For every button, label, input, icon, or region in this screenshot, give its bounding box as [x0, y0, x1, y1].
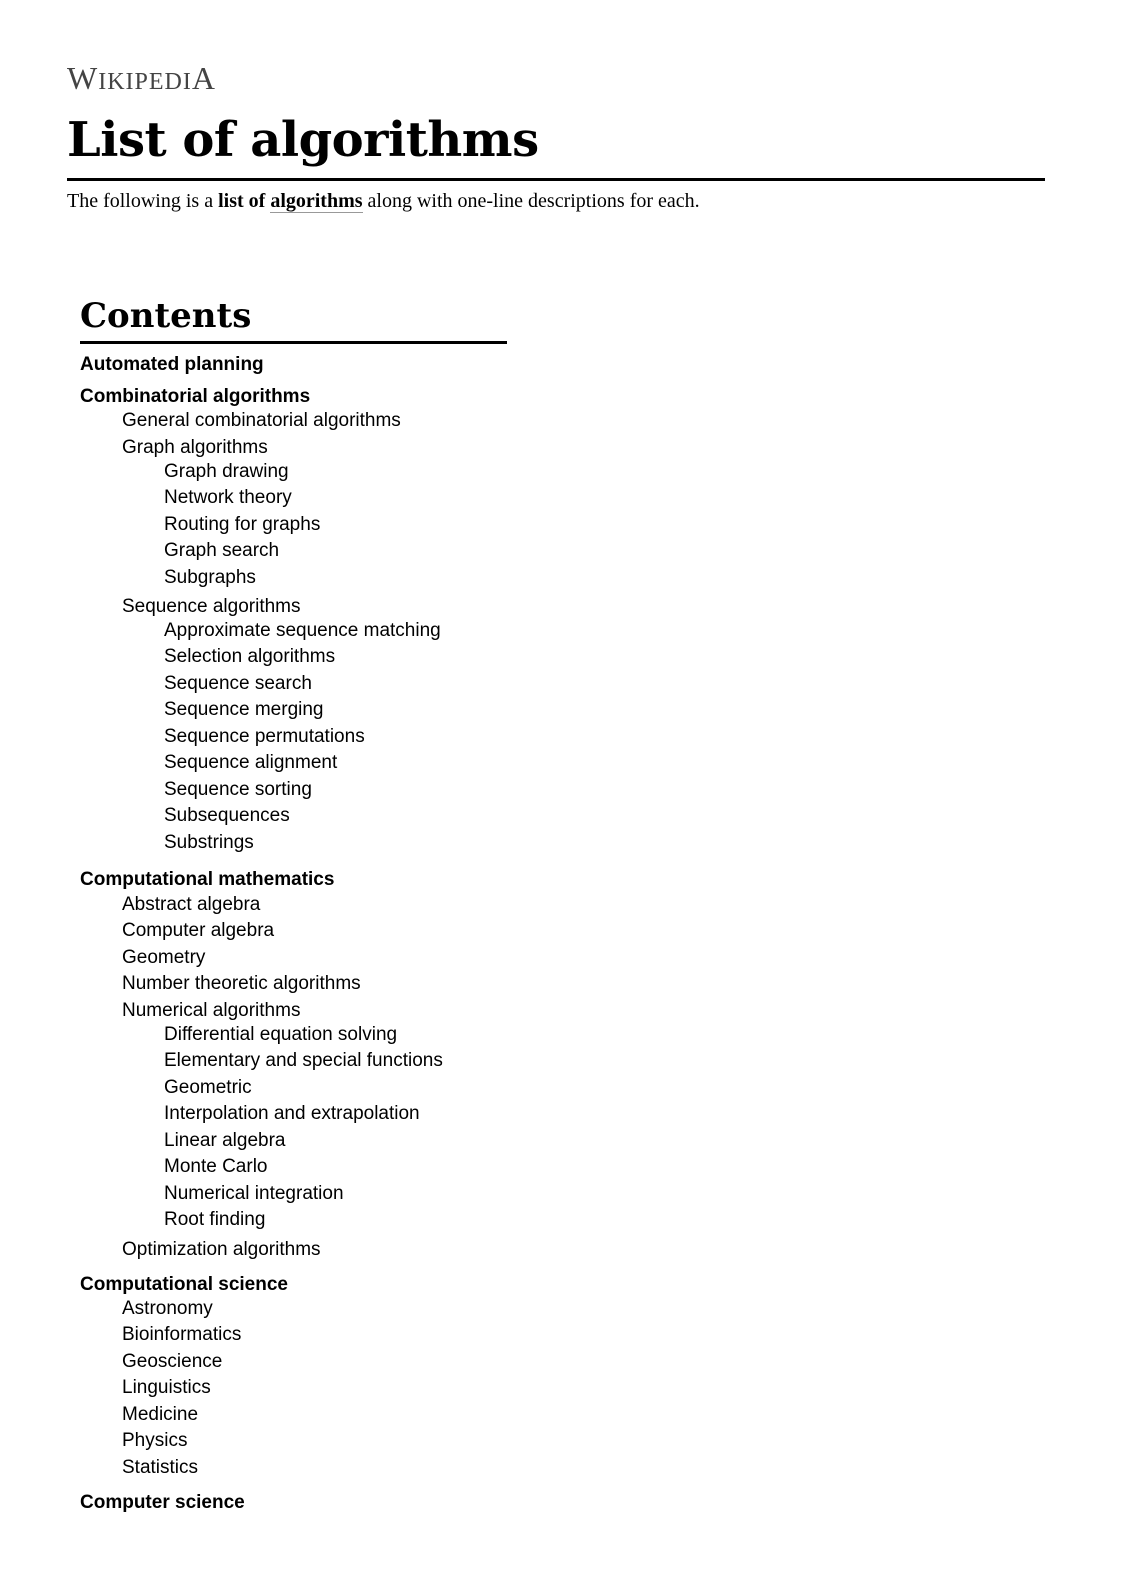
- contents-divider: [80, 341, 507, 344]
- wikipedia-logo[interactable]: WIKIPEDIA: [67, 60, 216, 97]
- toc-item-differential-equation-solving[interactable]: Differential equation solving: [164, 1024, 398, 1045]
- logo-initial: W: [67, 60, 99, 96]
- toc-item-root-finding[interactable]: Root finding: [164, 1209, 266, 1230]
- intro-text-after: along with one-line descriptions for eac…: [362, 190, 700, 212]
- toc-item-physics[interactable]: Physics: [122, 1430, 188, 1451]
- toc-item-sequence-algorithms[interactable]: Sequence algorithms: [122, 596, 301, 617]
- toc-item-network-theory[interactable]: Network theory: [164, 487, 292, 508]
- toc-item-abstract-algebra[interactable]: Abstract algebra: [122, 894, 261, 915]
- toc-item-computational-science[interactable]: Computational science: [80, 1274, 288, 1295]
- toc-item-monte-carlo[interactable]: Monte Carlo: [164, 1156, 268, 1177]
- toc-item-statistics[interactable]: Statistics: [122, 1457, 199, 1478]
- toc-item-computer-algebra[interactable]: Computer algebra: [122, 920, 275, 941]
- toc-item-selection-algorithms[interactable]: Selection algorithms: [164, 646, 336, 667]
- toc-item-astronomy[interactable]: Astronomy: [122, 1298, 213, 1319]
- toc-item-numerical-algorithms[interactable]: Numerical algorithms: [122, 1000, 301, 1021]
- toc-item-computational-mathematics[interactable]: Computational mathematics: [80, 869, 335, 890]
- toc-item-geometric[interactable]: Geometric: [164, 1077, 252, 1098]
- toc-item-number-theoretic-algorithms[interactable]: Number theoretic algorithms: [122, 973, 361, 994]
- toc-item-subsequences[interactable]: Subsequences: [164, 805, 290, 826]
- toc-item-elementary-and-special-functions[interactable]: Elementary and special functions: [164, 1050, 443, 1071]
- toc-item-computer-science[interactable]: Computer science: [80, 1492, 245, 1513]
- toc-item-interpolation-and-extrapolation[interactable]: Interpolation and extrapolation: [164, 1103, 420, 1124]
- toc-item-sequence-permutations[interactable]: Sequence permutations: [164, 726, 365, 747]
- toc-item-graph-drawing[interactable]: Graph drawing: [164, 461, 289, 482]
- toc-item-routing-for-graphs[interactable]: Routing for graphs: [164, 514, 321, 535]
- toc-item-graph-algorithms[interactable]: Graph algorithms: [122, 437, 268, 458]
- logo-middle: IKIPEDI: [98, 69, 192, 95]
- toc-item-geometry[interactable]: Geometry: [122, 947, 206, 968]
- toc-item-sequence-merging[interactable]: Sequence merging: [164, 699, 324, 720]
- page-title: List of algorithms: [67, 112, 539, 168]
- toc-item-linear-algebra[interactable]: Linear algebra: [164, 1130, 286, 1151]
- toc-item-medicine[interactable]: Medicine: [122, 1404, 199, 1425]
- toc-item-approximate-sequence-matching[interactable]: Approximate sequence matching: [164, 620, 441, 641]
- toc-item-geoscience[interactable]: Geoscience: [122, 1351, 223, 1372]
- toc-item-subgraphs[interactable]: Subgraphs: [164, 567, 256, 588]
- logo-final: A: [191, 60, 216, 96]
- title-divider: [67, 178, 1045, 181]
- toc-item-graph-search[interactable]: Graph search: [164, 540, 280, 561]
- toc-item-substrings[interactable]: Substrings: [164, 832, 254, 853]
- toc-item-automated-planning[interactable]: Automated planning: [80, 354, 264, 375]
- toc-item-linguistics[interactable]: Linguistics: [122, 1377, 211, 1398]
- intro-paragraph: The following is a list of algorithms al…: [67, 190, 700, 213]
- algorithms-link[interactable]: algorithms: [270, 190, 363, 213]
- intro-text-before: The following is a: [67, 190, 219, 212]
- toc-item-bioinformatics[interactable]: Bioinformatics: [122, 1324, 242, 1345]
- toc-item-sequence-sorting[interactable]: Sequence sorting: [164, 779, 312, 800]
- toc-item-general-combinatorial-algorithms[interactable]: General combinatorial algorithms: [122, 410, 401, 431]
- toc-item-combinatorial-algorithms[interactable]: Combinatorial algorithms: [80, 386, 311, 407]
- toc-item-sequence-alignment[interactable]: Sequence alignment: [164, 752, 338, 773]
- toc-item-optimization-algorithms[interactable]: Optimization algorithms: [122, 1239, 321, 1260]
- intro-bold-text: list of: [218, 190, 271, 212]
- contents-heading: Contents: [80, 296, 252, 336]
- toc-item-numerical-integration[interactable]: Numerical integration: [164, 1183, 344, 1204]
- toc-item-sequence-search[interactable]: Sequence search: [164, 673, 312, 694]
